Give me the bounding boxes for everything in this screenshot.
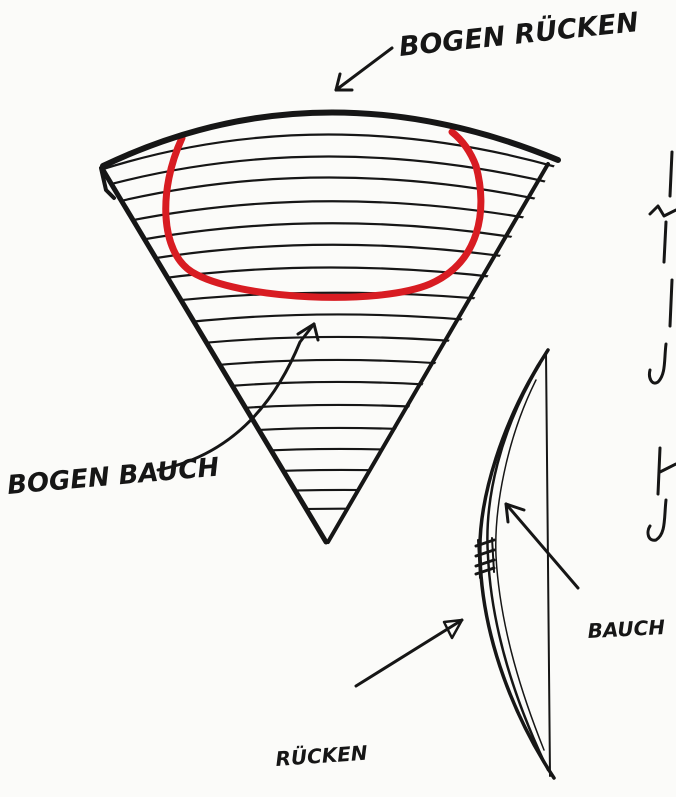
cut-off-handwriting [648,152,676,540]
bow-string [546,352,550,776]
label-bow-ruecken: RÜCKEN [275,741,369,771]
bow-limb-outer [480,350,554,778]
arrow-back-label [336,48,392,90]
bow-sketch [476,350,554,778]
arrow-bow-back [356,620,462,686]
label-bow-bauch: BAUCH [587,615,666,643]
label-bogen-ruecken: BOGEN RÜCKEN [397,5,640,63]
label-bogen-bauch: BOGEN BAUCH [6,453,221,501]
arrow-bow-belly [506,504,578,588]
